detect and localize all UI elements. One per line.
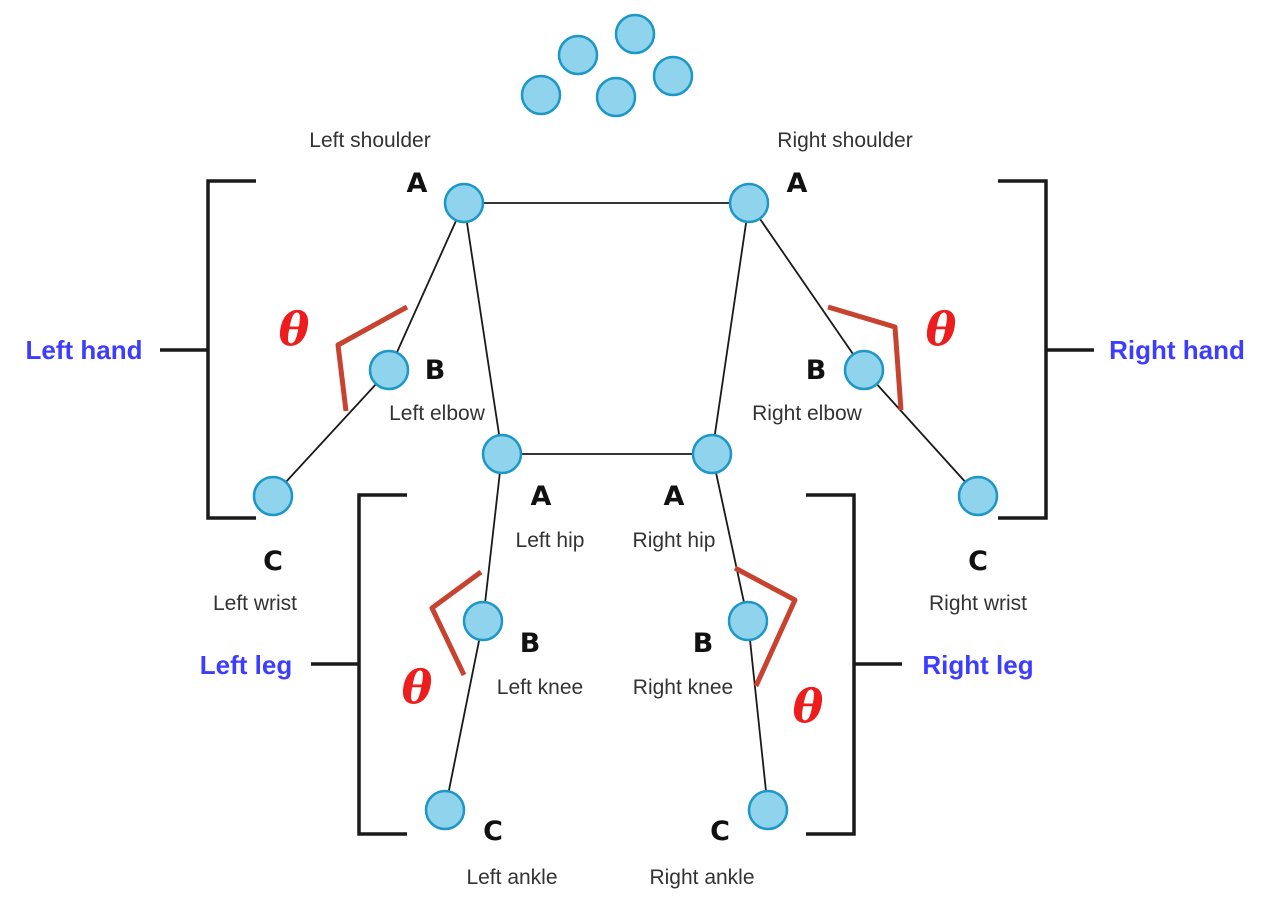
angle-arc-right-knee: [733, 565, 798, 688]
right-wrist-label: Right wrist: [929, 592, 1027, 615]
theta-left-elbow: θ: [279, 302, 310, 356]
left-ankle-joint: [424, 789, 466, 831]
left-hip-label: Left hip: [516, 529, 585, 552]
point-label-a: A: [531, 481, 552, 512]
right-leg-label: Right leg: [922, 650, 1033, 680]
head-keypoint: [557, 34, 599, 76]
body-joints: [252, 182, 999, 831]
bone-left-thigh: [482, 453, 503, 622]
brackets: [160, 179, 1094, 836]
left-elbow-joint: [368, 349, 410, 391]
bracket-right-leg: [806, 493, 902, 836]
right-knee-joint: [727, 600, 769, 642]
point-label-b: B: [520, 628, 541, 659]
point-label-c: C: [968, 546, 988, 577]
left-wrist-joint: [252, 475, 294, 517]
point-letters: A A B B C C A A B B C C: [263, 168, 988, 847]
bone-left-upper-arm: [388, 202, 465, 371]
angle-markers: [335, 304, 904, 688]
bone-right-torso: [711, 202, 750, 455]
left-knee-joint: [462, 600, 504, 642]
right-wrist-joint: [957, 475, 999, 517]
left-shoulder-label: Left shoulder: [309, 129, 430, 152]
left-ankle-label: Left ankle: [466, 866, 557, 889]
angle-arc-left-knee: [429, 569, 483, 677]
point-label-b: B: [806, 355, 827, 386]
right-hip-joint: [691, 433, 733, 475]
theta-right-knee: θ: [793, 679, 824, 733]
right-elbow-label: Right elbow: [752, 402, 863, 425]
right-hand-label: Right hand: [1109, 335, 1245, 365]
point-label-b: B: [693, 628, 714, 659]
left-wrist-label: Left wrist: [213, 592, 297, 615]
left-hand-label: Left hand: [26, 335, 143, 365]
left-leg-label: Left leg: [200, 650, 292, 680]
right-knee-label: Right knee: [633, 676, 733, 699]
left-hip-joint: [481, 433, 523, 475]
bone-right-forearm: [863, 369, 979, 497]
angle-arc-right-elbow: [827, 304, 904, 411]
angle-arc-left-elbow: [335, 304, 409, 412]
right-shoulder-label: Right shoulder: [777, 129, 912, 152]
head-keypoint: [652, 55, 694, 97]
head-keypoint: [614, 13, 656, 55]
right-shoulder-joint: [728, 182, 770, 224]
joint-name-labels: Left shoulder Right shoulder Left elbow …: [213, 129, 1027, 889]
head-keypoints: [520, 13, 694, 118]
left-elbow-label: Left elbow: [389, 402, 486, 425]
group-labels: Left hand Right hand Left leg Right leg: [26, 335, 1245, 680]
skeleton-bones: [272, 202, 979, 811]
bracket-left-hand: [160, 179, 256, 520]
point-label-a: A: [787, 168, 808, 199]
bone-right-thigh: [711, 453, 749, 622]
bracket-left-leg: [311, 493, 407, 836]
right-ankle-joint: [747, 789, 789, 831]
head-keypoint: [520, 74, 562, 116]
head-keypoint: [595, 76, 637, 118]
point-label-a: A: [407, 168, 428, 199]
bone-left-forearm: [272, 369, 390, 497]
point-label-c: C: [710, 816, 730, 847]
right-elbow-joint: [843, 349, 885, 391]
bracket-right-hand: [998, 179, 1094, 520]
bone-left-shin: [444, 620, 484, 811]
point-label-b: B: [425, 355, 446, 386]
point-label-c: C: [263, 546, 283, 577]
right-ankle-label: Right ankle: [649, 866, 754, 889]
angle-symbols: θ θ θ θ: [279, 302, 957, 733]
bone-right-upper-arm: [748, 202, 865, 371]
point-label-c: C: [483, 816, 503, 847]
theta-right-elbow: θ: [926, 302, 957, 356]
left-knee-label: Left knee: [497, 676, 583, 699]
left-shoulder-joint: [443, 182, 485, 224]
bone-right-shin: [747, 620, 769, 811]
point-label-a: A: [664, 481, 685, 512]
theta-left-knee: θ: [402, 660, 433, 714]
right-hip-label: Right hip: [633, 529, 716, 552]
bone-left-torso: [463, 202, 503, 455]
